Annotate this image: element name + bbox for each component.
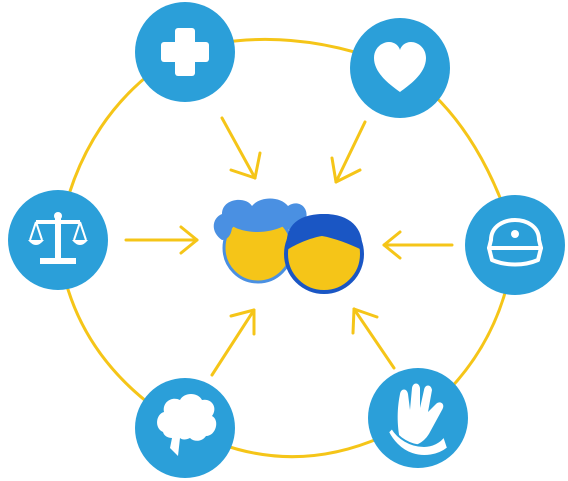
node-support <box>368 368 468 468</box>
heart-icon <box>374 42 426 92</box>
girl-face <box>213 198 307 284</box>
node-care <box>350 18 450 118</box>
arrow-from-justice <box>124 225 199 255</box>
arrow-from-mental-health <box>210 308 256 377</box>
arrow-from-support <box>351 307 396 370</box>
children-faces-icon <box>213 198 364 294</box>
node-health <box>135 2 235 102</box>
arrows <box>124 116 454 377</box>
scales-of-justice-icon <box>28 212 88 264</box>
brain-icon <box>157 394 217 456</box>
node-police <box>465 195 565 295</box>
police-cap-icon <box>487 218 543 267</box>
arrow-from-health <box>220 116 262 180</box>
arrow-from-care <box>330 120 367 184</box>
arrow-from-police <box>382 230 454 260</box>
helping-hand-icon <box>386 383 450 457</box>
node-mental-health <box>135 378 235 478</box>
medical-cross-icon <box>161 28 209 76</box>
boy-face <box>284 214 364 294</box>
node-justice <box>8 190 108 290</box>
